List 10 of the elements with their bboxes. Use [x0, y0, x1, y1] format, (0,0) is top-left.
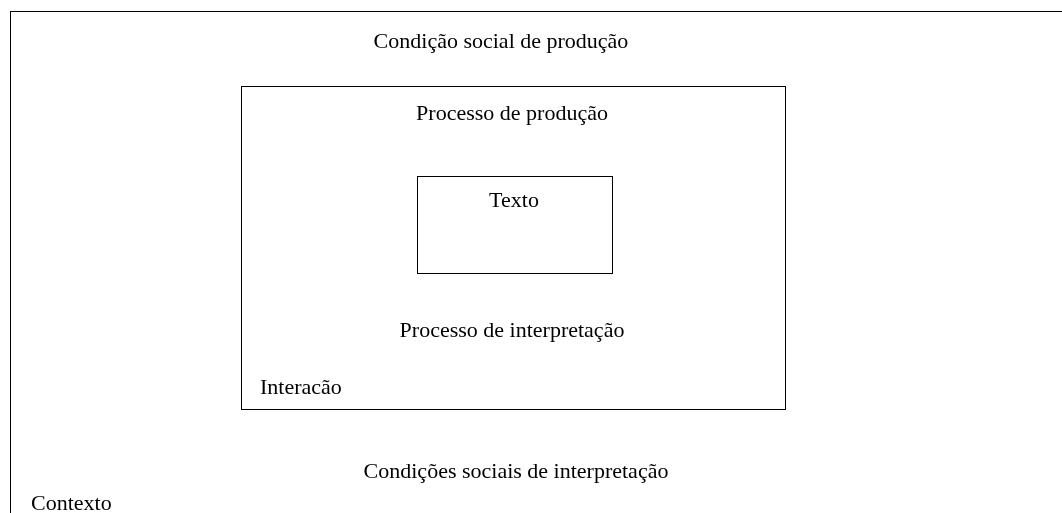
frame-label: Processo de interpretação [399, 317, 625, 343]
frame-label: Texto [489, 187, 539, 213]
frame-box [10, 11, 1062, 513]
frame-label: Contexto [31, 490, 112, 513]
frame-label: Processo de produção [416, 100, 608, 126]
frame-label: Interacão [260, 374, 342, 400]
frame-box [417, 176, 613, 274]
frame-box [241, 86, 786, 410]
frame-label: Condições sociais de interpretação [363, 458, 669, 484]
frame-label: Condição social de produção [373, 28, 629, 54]
